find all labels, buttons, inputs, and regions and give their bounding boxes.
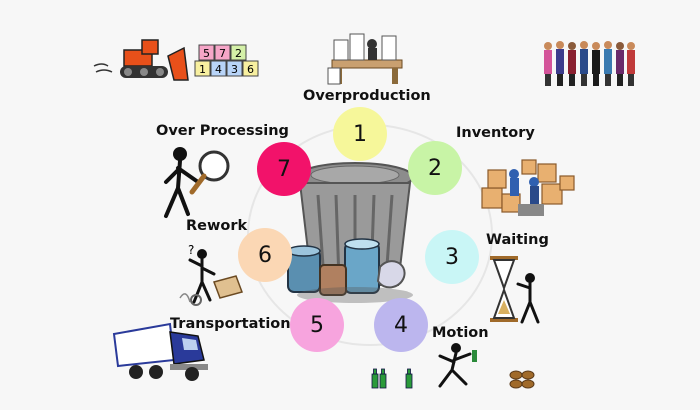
label-overproduction: Overproduction xyxy=(303,88,431,104)
circle-3-number: 3 xyxy=(445,244,459,270)
magnifying-glass-figure-icon xyxy=(164,147,230,218)
circle-5: 5 xyxy=(290,298,344,352)
truck-icon xyxy=(112,322,208,381)
hourglass-figure-icon xyxy=(490,256,540,324)
bulldozer-icon xyxy=(93,39,189,81)
number-blocks: 5 7 2 1 4 3 6 xyxy=(194,44,259,77)
label-rework: Rework xyxy=(186,218,248,234)
coil-stack-icon xyxy=(509,370,535,389)
block-4: 4 xyxy=(215,63,222,76)
question-mark: ? xyxy=(188,243,194,257)
block-3: 3 xyxy=(231,63,238,76)
trash-can-icon xyxy=(287,162,414,303)
label-over-processing: Over Processing xyxy=(156,123,289,139)
block-1: 1 xyxy=(199,63,206,76)
circle-1-number: 1 xyxy=(353,121,367,147)
circle-2-number: 2 xyxy=(428,155,442,181)
block-5: 5 xyxy=(203,47,210,60)
bottles-icon xyxy=(371,368,413,389)
label-transportation: Transportation xyxy=(170,316,291,332)
circle-5-number: 5 xyxy=(310,312,324,338)
circle-7: 7 xyxy=(257,142,311,196)
circle-6-number: 6 xyxy=(258,242,272,268)
circle-7-number: 7 xyxy=(277,156,291,182)
rework-figure-icon: ? xyxy=(179,243,243,306)
label-motion: Motion xyxy=(432,325,489,341)
paper-stacks-desk-icon xyxy=(327,33,403,85)
circle-4: 4 xyxy=(374,298,428,352)
inventory-boxes-icon xyxy=(481,159,575,216)
block-2: 2 xyxy=(235,47,242,60)
circle-4-number: 4 xyxy=(394,312,408,338)
label-inventory: Inventory xyxy=(456,125,535,141)
label-waiting: Waiting xyxy=(486,232,549,248)
people-group-icon xyxy=(544,41,635,86)
circle-1: 1 xyxy=(333,107,387,161)
block-7: 7 xyxy=(219,47,226,60)
circle-6: 6 xyxy=(238,228,292,282)
running-figure-icon xyxy=(438,343,477,388)
circle-2: 2 xyxy=(408,141,462,195)
block-6: 6 xyxy=(247,63,254,76)
circle-3: 3 xyxy=(425,230,479,284)
